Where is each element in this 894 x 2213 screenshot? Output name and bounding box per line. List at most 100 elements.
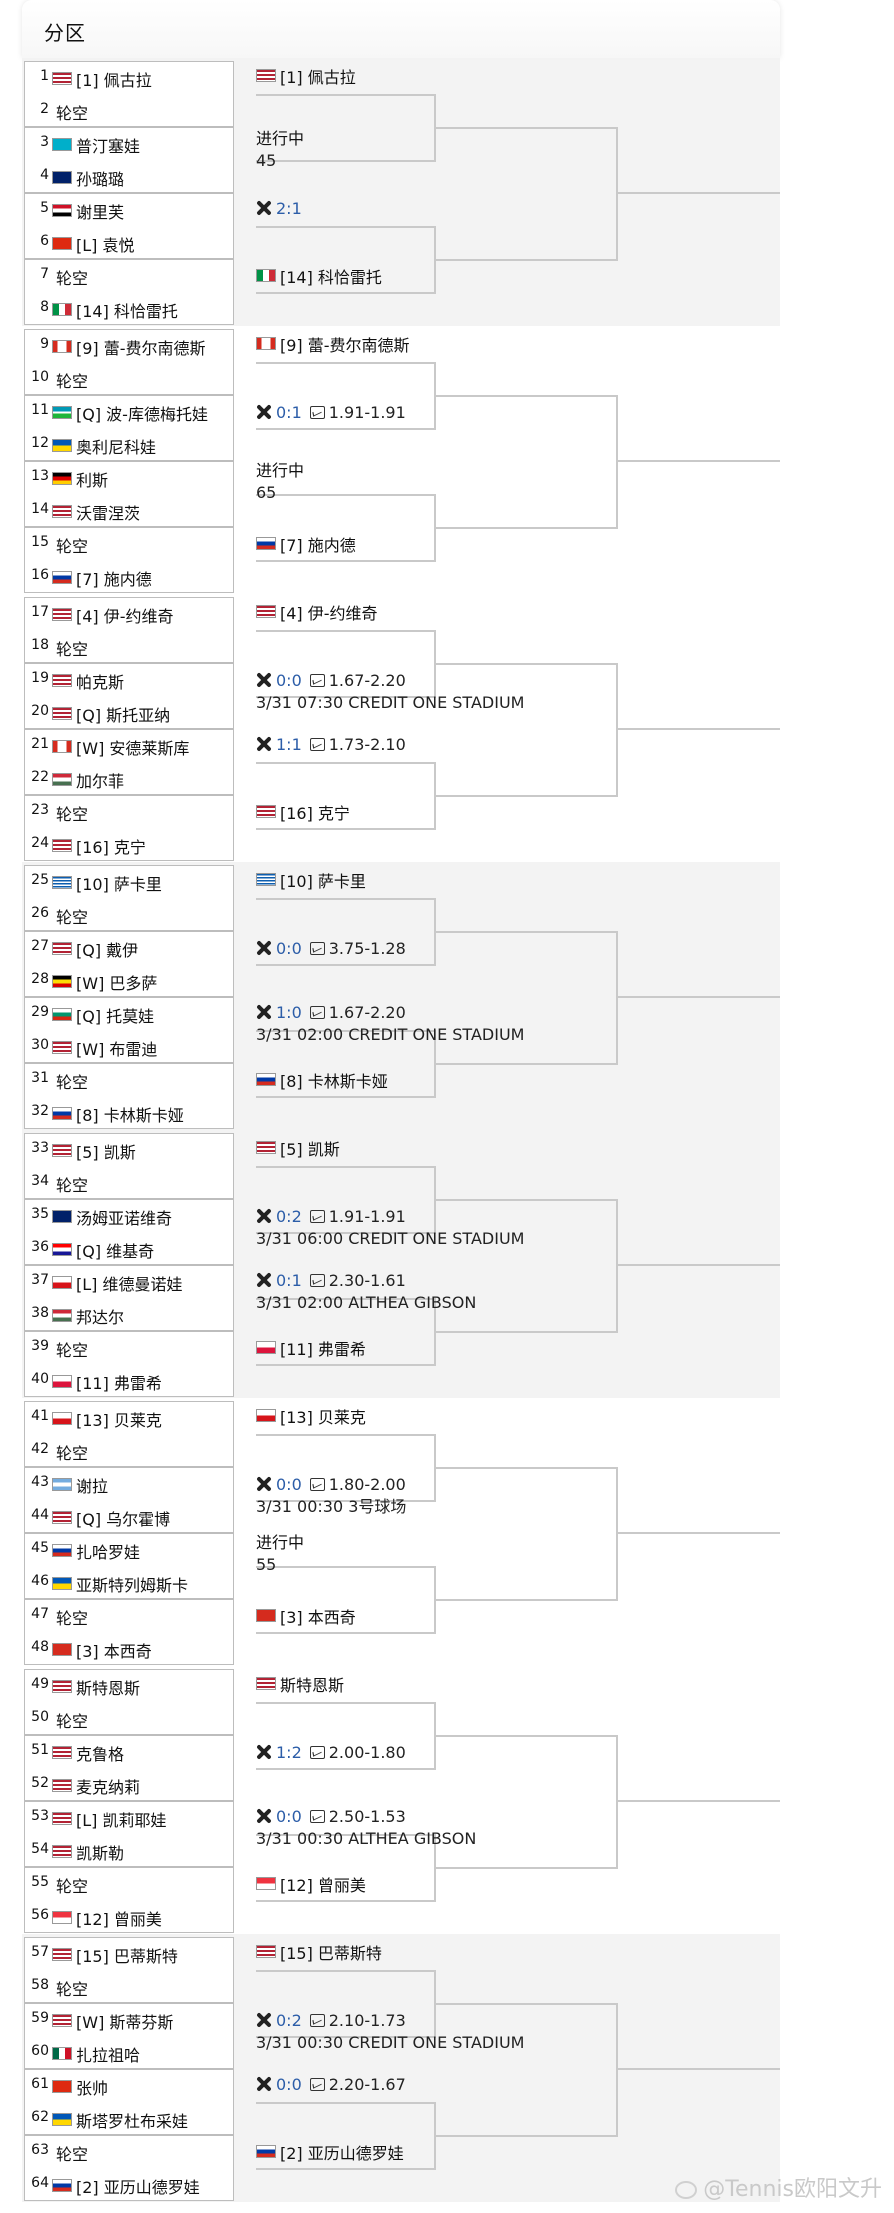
h2h-score[interactable]: 0:0 [276, 939, 302, 958]
player-row[interactable]: 28[W] 巴多萨 [25, 965, 233, 998]
player-row[interactable]: 41[13] 贝莱克 [25, 1402, 233, 1435]
player-row[interactable]: 37[L] 维德曼诺娃 [25, 1266, 233, 1299]
player-row[interactable]: 25[10] 萨卡里 [25, 866, 233, 899]
player-row[interactable]: 57[15] 巴蒂斯特 [25, 1938, 233, 1971]
player-row[interactable]: 16[7] 施内德 [25, 561, 233, 594]
h2h-score[interactable]: 0:0 [276, 2075, 302, 2094]
player-row[interactable]: 53[L] 凯莉耶娃 [25, 1802, 233, 1835]
player-row[interactable]: 56[12] 曾丽美 [25, 1901, 233, 1934]
player-row[interactable]: 29[Q] 托莫娃 [25, 998, 233, 1031]
player-row[interactable]: 9[9] 蕾-费尔南德斯 [25, 330, 233, 363]
player-row[interactable]: 21[W] 安德莱斯库 [25, 730, 233, 763]
player-row[interactable]: 8[14] 科恰雷托 [25, 293, 233, 326]
player-row[interactable]: 33[5] 凯斯 [25, 1134, 233, 1167]
player-row[interactable]: 64[2] 亚历山德罗娃 [25, 2169, 233, 2202]
player-row[interactable]: 11[Q] 波-库德梅托娃 [25, 396, 233, 429]
h2h-score[interactable]: 0:0 [276, 1475, 302, 1494]
h2h-score[interactable]: 0:0 [276, 1807, 302, 1826]
player-row[interactable]: 32[8] 卡林斯卡娅 [25, 1097, 233, 1130]
player-row[interactable]: 1[1] 佩古拉 [25, 62, 233, 95]
h2h-score[interactable]: 1:1 [276, 735, 302, 754]
h2h-score[interactable]: 2:1 [276, 199, 302, 218]
player-row[interactable]: 30[W] 布雷迪 [25, 1031, 233, 1064]
player-row[interactable]: 6[L] 袁悦 [25, 227, 233, 260]
player-row[interactable]: 40[11] 弗雷希 [25, 1365, 233, 1398]
h2h-score[interactable]: 0:1 [276, 1271, 302, 1290]
h2h-score[interactable]: 0:1 [276, 403, 302, 422]
h2h-score[interactable]: 0:0 [276, 671, 302, 690]
player-row[interactable]: 20[Q] 斯托亚纳 [25, 697, 233, 730]
h2h-score[interactable]: 1:2 [276, 1743, 302, 1762]
player-row[interactable]: 17[4] 伊-约维奇 [25, 598, 233, 631]
player-row[interactable]: 59[W] 斯蒂芬斯 [25, 2004, 233, 2037]
player-row[interactable]: 48[3] 本西奇 [25, 1633, 233, 1666]
